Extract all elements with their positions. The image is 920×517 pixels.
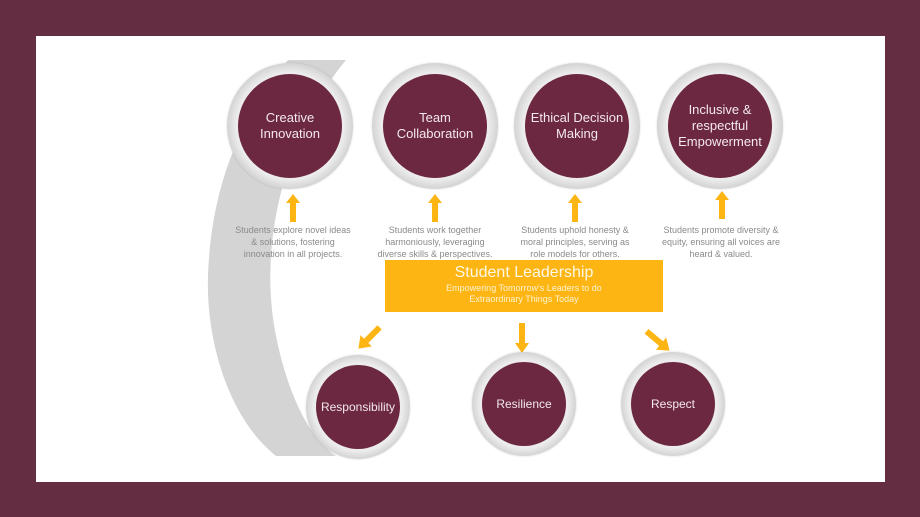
banner-subtitle-line1: Empowering Tomorrow's Leaders to do <box>446 283 602 293</box>
value-circle-responsibility: Responsibility <box>306 355 410 459</box>
arrow-down-icon <box>515 323 529 353</box>
circle-label: Resilience <box>482 362 566 446</box>
arrow-down-right-icon <box>644 329 670 351</box>
arrow-up-icon <box>568 194 582 222</box>
student-leadership-banner: Student Leadership Empowering Tomorrow's… <box>385 260 663 312</box>
banner-subtitle-line2: Extraordinary Things Today <box>469 294 579 304</box>
value-description: Students explore novel ideas& solutions,… <box>235 225 351 259</box>
arrow-up-icon <box>715 191 729 219</box>
value-description: Students uphold honesty &moral principle… <box>520 225 630 259</box>
banner-title: Student Leadership <box>454 264 594 281</box>
value-description: Students promote diversity &equity, ensu… <box>662 225 780 259</box>
value-circle-resilience: Resilience <box>472 352 576 456</box>
circle-label: Respect <box>631 362 715 446</box>
value-circle-respect: Respect <box>621 352 725 456</box>
arrow-up-icon <box>428 194 442 222</box>
circle-label: Responsibility <box>316 365 400 449</box>
arrow-up-icon <box>286 194 300 222</box>
arrow-down-left-icon <box>358 325 382 349</box>
